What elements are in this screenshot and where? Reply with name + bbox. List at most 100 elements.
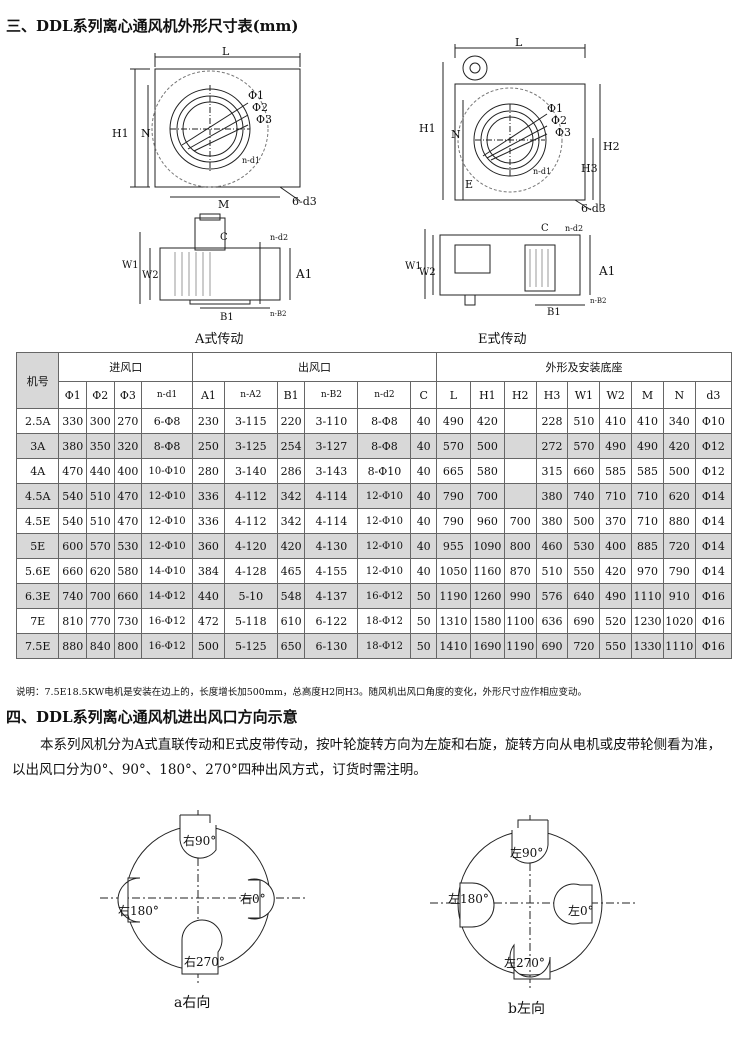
table-cell: 12-Φ10 bbox=[357, 533, 412, 559]
table-cell: 340 bbox=[662, 408, 696, 434]
caption-e-drive: E式传动 bbox=[478, 332, 527, 347]
table-cell: Φ14 bbox=[694, 508, 733, 534]
cell-model: 2.5A bbox=[15, 408, 60, 434]
table-cell: 1690 bbox=[469, 633, 505, 659]
table-cell: 840 bbox=[85, 633, 115, 659]
table-cell: 500 bbox=[662, 458, 696, 484]
label-left-0: 左0° bbox=[568, 903, 594, 918]
table-cell: 420 bbox=[662, 433, 696, 459]
table-cell: 3-127 bbox=[304, 433, 359, 459]
table-cell: 3-110 bbox=[304, 408, 359, 434]
table-cell: 955 bbox=[435, 533, 471, 559]
table-cell: 380 bbox=[535, 508, 569, 534]
label-nd2-e: n-d2 bbox=[565, 224, 583, 233]
label-6d3: 6-d3 bbox=[292, 195, 317, 208]
table-cell: 4-112 bbox=[223, 508, 278, 534]
table-cell: 4-130 bbox=[304, 533, 359, 559]
table-cell: 5-10 bbox=[223, 583, 278, 609]
table-cell: 3-125 bbox=[223, 433, 278, 459]
label-right-0: 右0° bbox=[240, 891, 266, 906]
table-cell: 420 bbox=[276, 533, 306, 559]
table-cell: 1090 bbox=[469, 533, 505, 559]
table-cell: 970 bbox=[631, 558, 664, 584]
table-cell: 1260 bbox=[469, 583, 505, 609]
header-model: 机号 bbox=[15, 352, 60, 409]
table-cell: 510 bbox=[85, 508, 115, 534]
table-cell: 690 bbox=[567, 608, 601, 634]
column-header: Φ3 bbox=[113, 381, 143, 409]
label-nB2-e: n-B2 bbox=[590, 297, 606, 305]
table-cell: 500 bbox=[567, 508, 601, 534]
a-type-side-view: C n-d2 W1 W2 A1 B1 n-B2 bbox=[122, 213, 312, 323]
table-cell: 600 bbox=[58, 533, 87, 559]
table-cell: 6-122 bbox=[304, 608, 359, 634]
table-cell: 885 bbox=[631, 533, 664, 559]
column-header: n-d2 bbox=[357, 381, 412, 409]
table-cell: 330 bbox=[58, 408, 87, 434]
table-cell: Φ14 bbox=[694, 533, 733, 559]
table-cell: 710 bbox=[631, 508, 664, 534]
table-cell: 12-Φ10 bbox=[357, 483, 412, 509]
label-left-180: 左180° bbox=[448, 891, 489, 906]
table-cell: 400 bbox=[113, 458, 143, 484]
label-phi1: Φ1 bbox=[248, 89, 264, 102]
table-cell: 740 bbox=[567, 483, 601, 509]
table-cell: 720 bbox=[662, 533, 696, 559]
column-header: n-A2 bbox=[223, 381, 278, 409]
table-cell: 342 bbox=[276, 483, 306, 509]
table-cell bbox=[503, 483, 537, 509]
label-H1-e: H1 bbox=[419, 122, 436, 135]
table-cell: 1330 bbox=[631, 633, 664, 659]
table-cell: Φ12 bbox=[694, 458, 733, 484]
table-cell: 40 bbox=[410, 508, 437, 534]
table-cell: 580 bbox=[469, 458, 505, 484]
table-cell: 50 bbox=[410, 608, 437, 634]
table-cell: 660 bbox=[567, 458, 601, 484]
label-W2-a: W2 bbox=[142, 270, 159, 281]
column-header: Φ1 bbox=[58, 381, 87, 409]
table-cell: 380 bbox=[535, 483, 569, 509]
table-cell: Φ10 bbox=[694, 408, 733, 434]
table-cell: 50 bbox=[410, 633, 437, 659]
cell-model: 3A bbox=[15, 433, 60, 459]
table-cell bbox=[503, 458, 537, 484]
label-A1-a: A1 bbox=[295, 267, 312, 281]
table-cell: 4-112 bbox=[223, 483, 278, 509]
table-cell: 440 bbox=[85, 458, 115, 484]
table-cell: 1050 bbox=[435, 558, 471, 584]
table-cell: 470 bbox=[58, 458, 87, 484]
table-cell bbox=[503, 433, 537, 459]
label-B1-a: B1 bbox=[220, 312, 234, 323]
section-title-dimensions: 三、DDL系列离心通风机外形尺寸表(mm) bbox=[6, 17, 299, 35]
table-cell: 1160 bbox=[469, 558, 505, 584]
table-cell: 540 bbox=[58, 483, 87, 509]
table-cell: 420 bbox=[469, 408, 505, 434]
column-header: A1 bbox=[192, 381, 225, 409]
cell-model: 4A bbox=[15, 458, 60, 484]
table-cell: 710 bbox=[631, 483, 664, 509]
table-cell: 576 bbox=[535, 583, 569, 609]
table-cell: 690 bbox=[535, 633, 569, 659]
label-H1: H1 bbox=[112, 127, 129, 140]
table-cell: 8-Φ8 bbox=[357, 408, 412, 434]
label-N: N bbox=[141, 127, 151, 140]
column-header: W2 bbox=[599, 381, 633, 409]
cell-model: 4.5E bbox=[15, 508, 60, 534]
table-cell: 315 bbox=[535, 458, 569, 484]
table-cell: 40 bbox=[410, 533, 437, 559]
column-header: n-B2 bbox=[304, 381, 359, 409]
table-cell: 500 bbox=[192, 633, 225, 659]
table-cell: 700 bbox=[469, 483, 505, 509]
e-type-front-view: L H1 N H2 H3 Φ1 Φ2 Φ3 n-d1 E 6-d3 bbox=[419, 38, 620, 215]
cell-model: 6.3E bbox=[15, 583, 60, 609]
table-cell: 12-Φ10 bbox=[357, 508, 412, 534]
table-cell: Φ16 bbox=[694, 583, 733, 609]
section-title-direction: 四、DDL系列离心通风机进出风口方向示意 bbox=[6, 708, 298, 726]
table-cell: 280 bbox=[192, 458, 225, 484]
table-cell: 1310 bbox=[435, 608, 471, 634]
